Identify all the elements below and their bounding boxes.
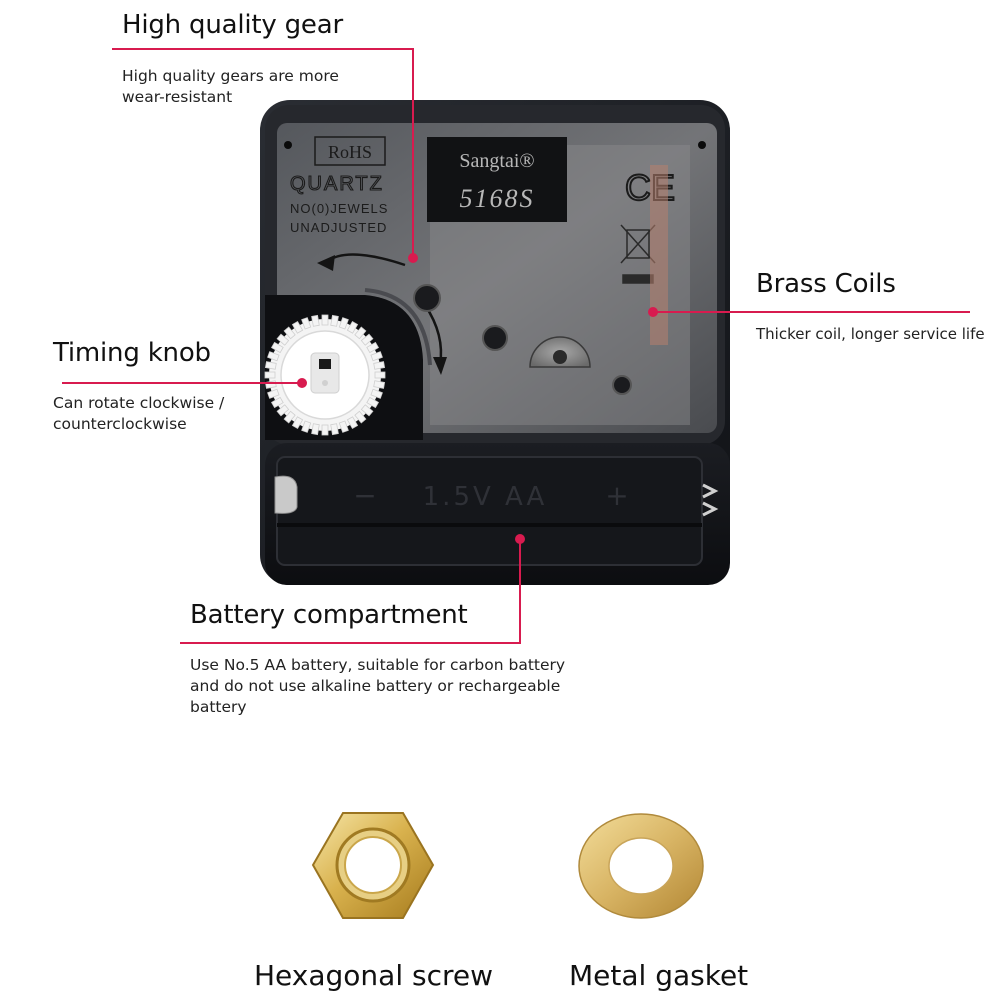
- brand-marking: Sangtai®: [459, 150, 534, 172]
- coils-callout-dot: [648, 307, 658, 317]
- battery-minus-marking: −: [353, 479, 376, 512]
- battery-description-line: and do not use alkaline battery or recha…: [190, 677, 561, 695]
- gear-callout-line-v: [412, 48, 414, 258]
- quartz-marking: QUARTZ: [290, 173, 384, 195]
- coils-description: Thicker coil, longer service life: [756, 324, 985, 345]
- knob-description: Can rotate clockwise / counterclockwise: [53, 393, 224, 435]
- gasket-label: Metal gasket: [569, 959, 749, 992]
- knob-description-line: Can rotate clockwise /: [53, 394, 225, 412]
- gear-callout-line-h: [112, 48, 414, 50]
- coils-description-line: Thicker coil, longer service life: [756, 325, 985, 343]
- knob-title: Timing knob: [53, 338, 211, 368]
- gear-callout-dot: [408, 253, 418, 263]
- battery-callout-dot: [515, 534, 525, 544]
- battery-callout-line-v: [519, 538, 521, 644]
- battery-plus-marking: +: [605, 479, 628, 512]
- gear-title: High quality gear: [122, 10, 343, 40]
- battery-title: Battery compartment: [190, 600, 468, 630]
- battery-description: Use No.5 AA battery, suitable for carbon…: [190, 655, 565, 718]
- timing-knob-gear: [264, 314, 386, 436]
- hex-nut-label: Hexagonal screw: [254, 959, 494, 992]
- battery-callout-line-h: [180, 642, 521, 644]
- clock-movement-image: RoHS QUARTZ NO(0)JEWELS UNADJUSTED Sangt…: [260, 100, 730, 585]
- jewels-marking: NO(0)JEWELS: [290, 201, 388, 216]
- hex-nut-image: [311, 812, 435, 919]
- coils-callout-line: [652, 311, 970, 313]
- knob-callout-dot: [297, 378, 307, 388]
- battery-description-line: battery: [190, 698, 247, 716]
- battery-description-line: Use No.5 AA battery, suitable for carbon…: [190, 656, 566, 674]
- gear-description-line: wear-resistant: [122, 88, 233, 106]
- weee-symbol: [620, 224, 656, 284]
- battery-label-marking: 1.5V AA: [423, 482, 548, 512]
- metal-gasket-image: [578, 813, 704, 919]
- knob-callout-line: [62, 382, 302, 384]
- rohs-marking: RoHS: [328, 142, 372, 162]
- model-marking: 5168S: [460, 184, 535, 213]
- gear-description-line: High quality gears are more: [122, 67, 339, 85]
- knob-description-line: counterclockwise: [53, 415, 187, 433]
- unadjusted-marking: UNADJUSTED: [290, 220, 387, 235]
- coils-title: Brass Coils: [756, 269, 896, 299]
- gear-description: High quality gears are more wear-resista…: [122, 66, 339, 108]
